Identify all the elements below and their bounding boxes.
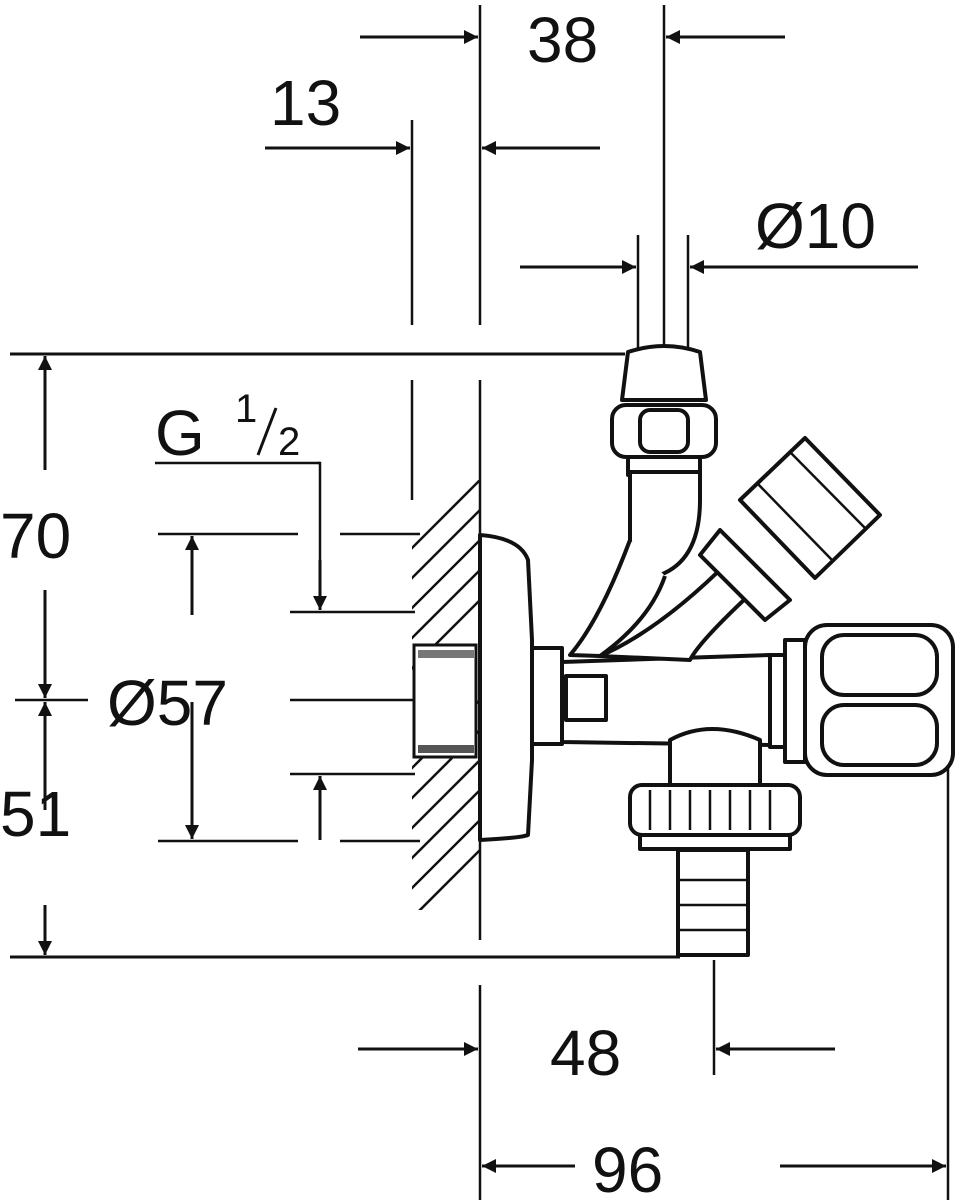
- dim-96-label: 96: [592, 1134, 663, 1200]
- thread-fraction-denominator: 2: [278, 420, 300, 464]
- dim-48-label: 48: [550, 1017, 621, 1089]
- dimension-arrows: [38, 30, 946, 1173]
- dim-70-label: 70: [0, 500, 71, 572]
- wall-section: [412, 480, 480, 910]
- thread-label: G: [155, 397, 205, 469]
- extension-lines: [10, 5, 950, 1200]
- dim-38-label: 38: [527, 4, 598, 76]
- dim-10-label: Ø10: [755, 190, 876, 262]
- dim-57-label: Ø57: [107, 667, 228, 739]
- dim-51-label: 51: [0, 778, 71, 850]
- dim-13-label: 13: [270, 67, 341, 139]
- valve-body: [478, 344, 955, 957]
- thread-fraction-numerator: 1: [235, 387, 257, 431]
